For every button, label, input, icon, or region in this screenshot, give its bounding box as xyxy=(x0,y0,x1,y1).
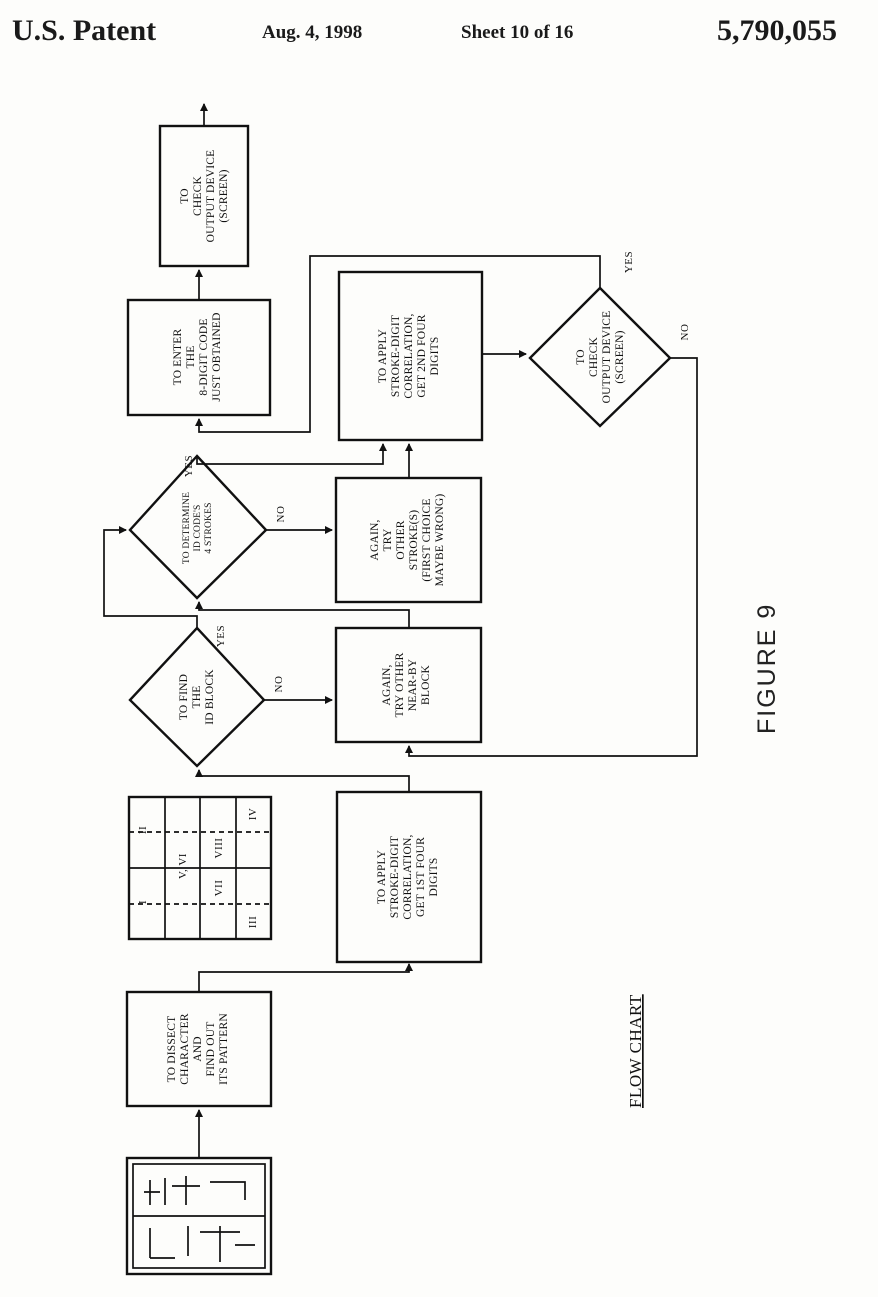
svg-text:MAYBE WRONG): MAYBE WRONG) xyxy=(434,494,446,587)
no-label-find-id: NO xyxy=(273,676,285,693)
svg-text:AGAIN,: AGAIN, xyxy=(381,664,393,705)
svg-text:TO ENTER: TO ENTER xyxy=(172,329,184,386)
svg-text:THE: THE xyxy=(191,686,203,709)
enter-code-text: TO ENTER THE 8-DIGIT CODE JUST OBTAINED xyxy=(172,312,223,401)
svg-text:ID CODE'S: ID CODE'S xyxy=(193,504,203,551)
svg-text:TO DISSECT: TO DISSECT xyxy=(166,1016,178,1083)
connectors xyxy=(103,103,698,1158)
svg-text:STROKE-DIGIT: STROKE-DIGIT xyxy=(389,836,401,918)
svg-text:4 STROKES: 4 STROKES xyxy=(204,502,214,553)
no-label-check: NO xyxy=(679,324,691,341)
svg-text:GET 2ND FOUR: GET 2ND FOUR xyxy=(416,314,428,397)
yes-label-check: YES xyxy=(623,251,635,273)
character-image xyxy=(125,1156,273,1276)
svg-text:CHARACTER: CHARACTER xyxy=(179,1013,191,1085)
find-id-decision xyxy=(128,626,266,768)
svg-text:(SCREEN): (SCREEN) xyxy=(614,330,626,383)
block-label-i: I xyxy=(137,900,149,904)
svg-text:TRY: TRY xyxy=(382,528,394,551)
patent-date: Aug. 4, 1998 xyxy=(262,22,363,43)
svg-text:AGAIN,: AGAIN, xyxy=(369,519,381,560)
svg-text:OUTPUT DEVICE: OUTPUT DEVICE xyxy=(205,150,217,243)
check-output-decision xyxy=(528,286,672,428)
svg-text:CHECK: CHECK xyxy=(192,176,204,216)
check-output-top-box xyxy=(158,124,250,268)
svg-text:BLOCK: BLOCK xyxy=(420,665,432,705)
yes-label-determine: YES xyxy=(183,455,195,477)
svg-text:TO APPLY: TO APPLY xyxy=(376,849,388,904)
svg-text:CORRELATION,: CORRELATION, xyxy=(403,313,415,398)
svg-text:AND: AND xyxy=(192,1036,204,1062)
svg-text:GET 1ST FOUR: GET 1ST FOUR xyxy=(415,837,427,917)
svg-text:TO DETERMINE: TO DETERMINE xyxy=(182,492,192,564)
svg-text:STROKE(S): STROKE(S) xyxy=(408,510,420,571)
check-output-top-text: TO CHECK OUTPUT DEVICE (SCREEN) xyxy=(179,150,230,243)
svg-text:8-DIGIT CODE: 8-DIGIT CODE xyxy=(198,318,210,395)
svg-text:CORRELATION,: CORRELATION, xyxy=(402,834,414,919)
block-label-iii: III xyxy=(247,916,259,929)
svg-text:NEAR-BY: NEAR-BY xyxy=(407,658,419,711)
pattern-grid-image xyxy=(127,795,273,941)
svg-text:STROKE-DIGIT: STROKE-DIGIT xyxy=(390,315,402,397)
yes-label-find-id: YES xyxy=(215,625,227,647)
find-id-text: TO FIND THE ID BLOCK xyxy=(178,669,216,725)
figure-label: FIGURE 9 xyxy=(753,603,781,734)
svg-text:TRY OTHER: TRY OTHER xyxy=(394,652,406,717)
apply-first-text: TO APPLY STROKE-DIGIT CORRELATION, GET 1… xyxy=(376,834,440,919)
svg-text:ID BLOCK: ID BLOCK xyxy=(204,669,216,725)
dissect-text: TO DISSECT CHARACTER AND FIND OUT ITS PA… xyxy=(166,1013,230,1085)
again-stroke-box xyxy=(334,476,483,604)
no-label-determine: NO xyxy=(275,506,287,523)
block-label-viii: VIII xyxy=(213,838,225,859)
determine-decision xyxy=(128,454,268,600)
block-label-ii: II xyxy=(137,826,149,834)
svg-text:ITS PATTERN: ITS PATTERN xyxy=(218,1013,230,1085)
svg-text:DIGITS: DIGITS xyxy=(429,337,441,376)
svg-text:FIND OUT: FIND OUT xyxy=(205,1022,217,1077)
svg-text:TO: TO xyxy=(179,188,191,204)
svg-text:CHECK: CHECK xyxy=(588,337,600,377)
check-output-decision-text: TO CHECK OUTPUT DEVICE (SCREEN) xyxy=(575,311,626,404)
svg-text:THE: THE xyxy=(185,346,197,369)
sheet-number: Sheet 10 of 16 xyxy=(461,22,574,43)
patent-number: 5,790,055 xyxy=(717,14,837,47)
svg-text:DIGITS: DIGITS xyxy=(428,858,440,897)
apply-first-box xyxy=(335,790,483,964)
again-stroke-text: AGAIN, TRY OTHER STROKE(S) (FIRST CHOICE… xyxy=(369,494,446,587)
flow-chart-caption: FLOW CHART xyxy=(626,994,645,1108)
svg-text:OUTPUT DEVICE: OUTPUT DEVICE xyxy=(601,311,613,404)
apply-second-box xyxy=(337,270,484,442)
svg-text:TO FIND: TO FIND xyxy=(178,674,190,720)
block-label-vii: VII xyxy=(213,880,225,897)
again-block-box xyxy=(334,626,483,744)
determine-text: TO DETERMINE ID CODE'S 4 STROKES xyxy=(182,492,214,564)
svg-text:TO APPLY: TO APPLY xyxy=(377,328,389,383)
apply-second-text: TO APPLY STROKE-DIGIT CORRELATION, GET 2… xyxy=(377,313,441,398)
svg-text:OTHER: OTHER xyxy=(395,520,407,559)
again-block-text: AGAIN, TRY OTHER NEAR-BY BLOCK xyxy=(381,652,432,717)
block-label-v-vi: V, VI xyxy=(177,853,189,879)
patent-label: U.S. Patent xyxy=(12,14,157,47)
svg-text:(FIRST CHOICE: (FIRST CHOICE xyxy=(421,498,433,581)
block-label-iv: IV xyxy=(247,808,259,821)
svg-text:TO: TO xyxy=(575,349,587,365)
svg-text:(SCREEN): (SCREEN) xyxy=(218,169,230,222)
svg-text:JUST OBTAINED: JUST OBTAINED xyxy=(211,312,223,401)
